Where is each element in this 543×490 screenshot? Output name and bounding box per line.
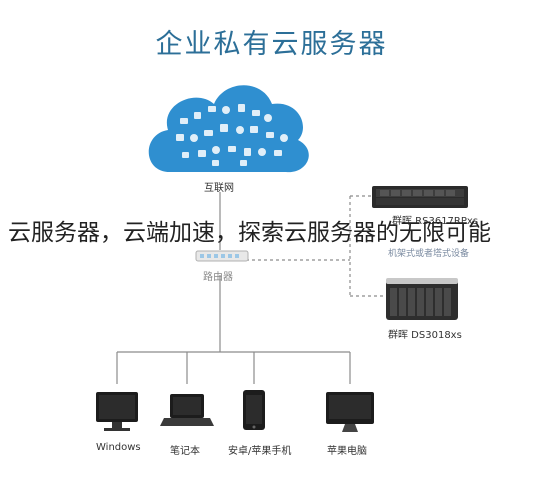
connection-lines	[116, 192, 384, 384]
diagram-title: 企业私有云服务器	[155, 29, 388, 60]
phone-icon	[243, 390, 265, 430]
cloud-icon	[148, 85, 309, 173]
router-label: 路由器	[203, 272, 233, 283]
overlay-caption: 云服务器，云端加速，探索云服务器的无限可能	[8, 220, 491, 246]
imac-icon	[326, 392, 374, 432]
rack-server-sublabel: 机架式或者塔式设备	[388, 249, 470, 259]
tower-server-icon	[386, 278, 458, 320]
laptop-icon	[160, 394, 214, 426]
router-icon	[195, 250, 249, 262]
monitor-icon	[96, 392, 138, 431]
internet-label: 互联网	[204, 183, 234, 194]
tower-server-label: 群晖 DS3018xs	[388, 330, 462, 341]
client-label-phone: 安卓/苹果手机	[228, 446, 292, 457]
client-label-windows: Windows	[96, 442, 141, 453]
rack-server-label: 群晖 RS3617RPxs	[392, 216, 479, 227]
client-label-mac: 苹果电脑	[327, 446, 367, 457]
rack-server-icon	[372, 186, 468, 208]
server-dashed-lines	[240, 195, 384, 297]
client-label-laptop: 笔记本	[170, 446, 200, 457]
